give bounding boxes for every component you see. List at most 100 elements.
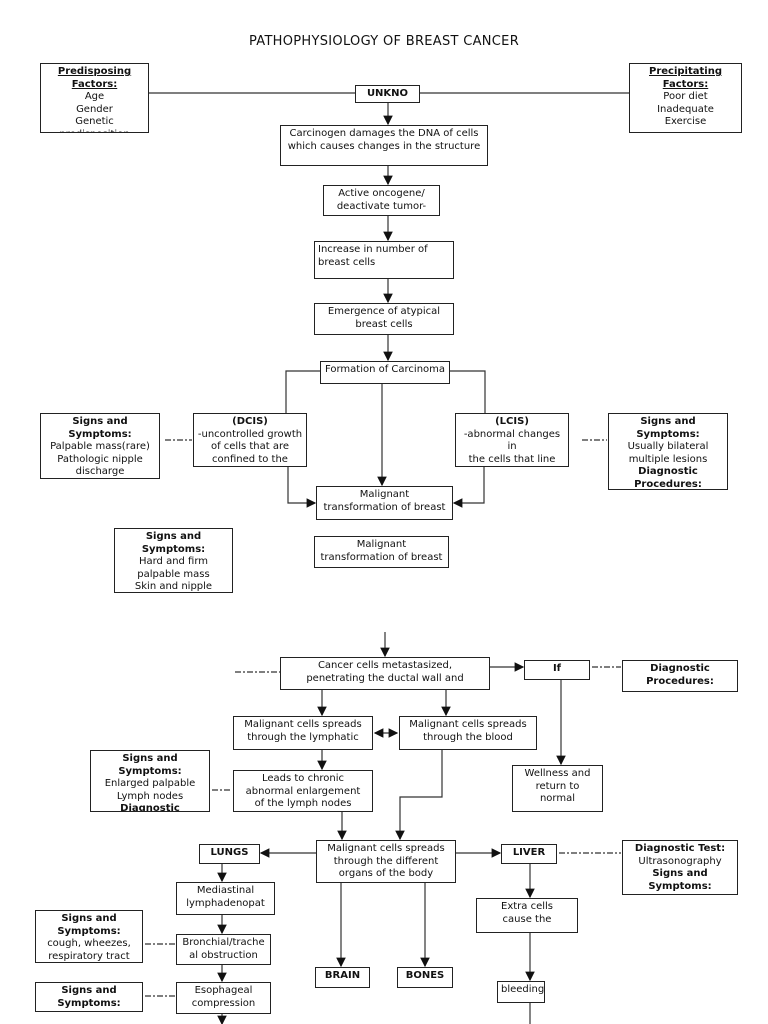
node-lungs: LUNGS — [199, 844, 260, 864]
signs-hard-heading: Signs and — [145, 531, 202, 542]
signs-dcis-lines: Pathologic nipple — [57, 453, 143, 465]
signs-eso-heading: Symptoms: — [57, 997, 121, 1009]
signs-dcis-heading: Symptoms: — [68, 428, 132, 440]
predisposing-heading: Factors: — [71, 78, 118, 90]
lcis-lines: the cells that line the — [468, 453, 556, 465]
arrow-blood-organs — [395, 750, 443, 841]
increase-lines: breast cells — [318, 256, 376, 268]
lcis-lines: -abnormal changes in — [463, 428, 561, 453]
blood-lines: Malignant cells spreads — [409, 719, 527, 730]
malignant1-lines: Malignant — [359, 489, 410, 500]
chronic-lines: Leads to chronic — [261, 773, 345, 784]
emergence-lines: Emergence of atypical — [327, 306, 441, 317]
increase-lines: Increase in number of — [318, 244, 428, 255]
wellness-lines: normal — [539, 793, 576, 804]
arrow-lcis-malignant — [452, 467, 485, 508]
wellness-lines: return to — [535, 780, 580, 792]
malignant2-lines: Malignant — [356, 539, 407, 550]
emergence-lines: breast cells — [355, 318, 413, 330]
signs-lymph-lines: Enlarged palpable — [104, 778, 196, 789]
signs-lymph-heading: Symptoms: — [118, 765, 182, 777]
signs-lcis-lines: multiple lesions — [628, 453, 708, 465]
malignant2-lines: transformation of breast — [320, 551, 443, 563]
signs-dcis-lines: discharge — [75, 466, 125, 477]
dcis-heading: (DCIS) — [232, 416, 268, 427]
extra-cells-lines: cause the — [502, 913, 552, 925]
signs-cough-lines: cough, wheezes, — [47, 938, 131, 949]
line-formation-lcis — [450, 370, 486, 413]
extra-cells-lines: Extra cells — [501, 901, 553, 912]
carcinogen-lines: Carcinogen damages the DNA of cells — [289, 128, 479, 139]
liver-lines: LIVER — [512, 847, 546, 858]
predisposing-heading: Predisposing — [57, 66, 132, 77]
mediastinal-lines: lymphadenopat — [186, 897, 265, 909]
signs-eso-heading: Signs and — [61, 985, 117, 996]
brain-lines: BRAIN — [324, 970, 361, 981]
formation-lines: Formation of Carcinoma — [324, 364, 446, 375]
node-bones: BONES — [397, 967, 453, 988]
wellness-lines: Wellness and — [524, 768, 591, 779]
esophageal-lines: Esophageal — [194, 985, 253, 996]
mediastinal-lines: Mediastinal — [196, 885, 255, 896]
signs-hard-lines: Skin and nipple — [134, 581, 213, 592]
node-predisposing: PredisposingFactors:AgeGenderGeneticpred… — [40, 63, 149, 133]
organs-lines: organs of the body — [338, 868, 434, 879]
signs-lymph-lines: Lymph nodes — [116, 790, 184, 802]
diag-test-heading2: Signs and — [652, 868, 708, 879]
predisposing-lines: Gender — [76, 103, 113, 115]
signs-lcis-heading2: Diagnostic — [638, 466, 698, 477]
node-brain: BRAIN — [315, 967, 370, 988]
node-formation: Formation of Carcinoma — [320, 361, 450, 384]
oncogene-lines: Active oncogene/ — [338, 188, 425, 199]
precipitating-lines: Inadequate — [657, 103, 714, 115]
signs-lymph-heading2: Diagnostic — [120, 803, 180, 812]
precipitating-lines: Poor diet — [663, 91, 708, 102]
node-bleeding: bleeding — [497, 981, 545, 1003]
malignant1-lines: transformation of breast — [323, 501, 446, 513]
lymphatic-lines: through the lymphatic — [247, 731, 359, 743]
precipitating-heading: Factors: — [662, 78, 709, 90]
precipitating-lines: Exercise — [664, 116, 707, 127]
diag-test-lines: Ultrasonography — [638, 855, 722, 867]
metastasized-lines: Cancer cells metastasized, — [317, 660, 453, 671]
signs-cough-heading: Signs and — [61, 913, 117, 924]
arrow-dcis-malignant — [287, 467, 317, 508]
metastasized-lines: penetrating the ductal wall and — [306, 672, 464, 684]
node-unknown: UNKNO — [355, 85, 420, 103]
diag-test-heading: Diagnostic Test: — [634, 843, 726, 854]
signs-hard-lines: Hard and firm — [138, 556, 209, 567]
signs-lcis-heading: Symptoms: — [636, 428, 700, 440]
lungs-lines: LUNGS — [210, 847, 249, 858]
carcinogen-lines: which causes changes in the structure — [287, 140, 481, 152]
signs-lcis-heading: Signs and — [640, 416, 696, 427]
signs-hard-lines: palpable mass — [137, 568, 210, 580]
signs-lcis-heading2: Procedures: — [634, 478, 702, 490]
oncogene-lines: deactivate tumor- — [336, 200, 427, 212]
line-formation-dcis — [285, 370, 320, 413]
signs-hard-heading: Symptoms: — [141, 543, 206, 555]
organs-lines: Malignant cells spreads — [327, 843, 445, 854]
diag-proc-heading: Procedures: — [646, 675, 714, 687]
diag-proc-heading: Diagnostic — [650, 663, 710, 674]
bleeding-lines: bleeding — [501, 984, 545, 995]
node-liver: LIVER — [501, 844, 557, 864]
blood-lines: through the blood — [423, 731, 513, 743]
diagram-title: PATHOPHYSIOLOGY OF BREAST CANCER — [248, 34, 520, 49]
bronchial-lines: Bronchial/trache — [182, 937, 265, 948]
